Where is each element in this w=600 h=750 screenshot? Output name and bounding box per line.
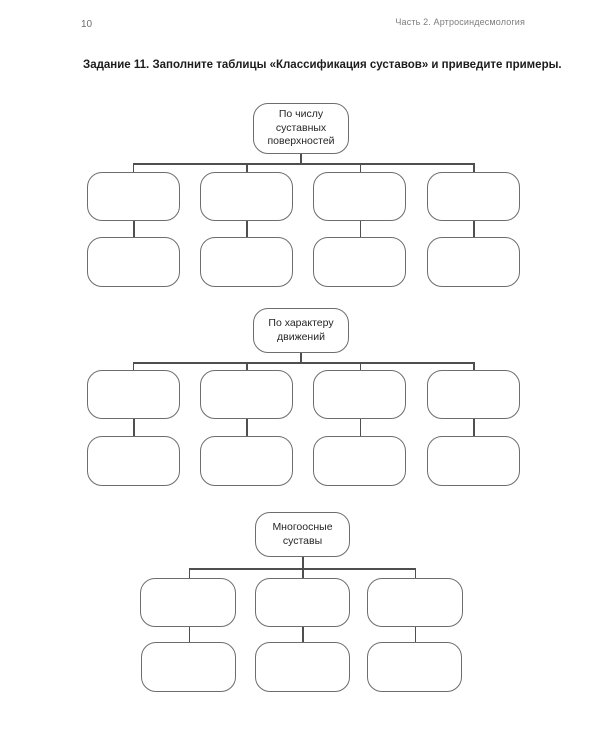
- empty-box: [255, 578, 350, 627]
- page-number: 10: [81, 19, 93, 30]
- diagram2-horizontal-line: [132, 362, 475, 364]
- diagram1-drop-line: [132, 163, 134, 173]
- diagram1-column-connector: [133, 221, 135, 238]
- empty-box: [427, 172, 520, 221]
- task-title: Задание 11. Заполните таблицы «Классифик…: [83, 58, 562, 71]
- empty-box: [87, 370, 180, 419]
- empty-box: [87, 436, 180, 486]
- diagram1-column-connector: [359, 221, 361, 238]
- empty-box: [313, 436, 406, 486]
- diagram3-column-connector: [302, 627, 304, 642]
- diagram2-root-box: По характеру движений: [253, 308, 349, 353]
- diagram2-column-connector: [246, 419, 248, 436]
- diagram3-column-connector: [414, 627, 416, 642]
- empty-box: [427, 370, 520, 419]
- diagram1-horizontal-line: [132, 163, 475, 165]
- diagram1-column-connector: [473, 221, 475, 238]
- empty-box: [141, 642, 236, 692]
- diagram2-drop-line: [359, 362, 361, 371]
- empty-box: [87, 172, 180, 221]
- diagram3-root-stub-line: [302, 557, 304, 568]
- diagram1-drop-line: [246, 163, 248, 173]
- diagram3-column-connector: [188, 627, 190, 642]
- empty-box: [313, 370, 406, 419]
- empty-box: [200, 172, 293, 221]
- empty-box: [427, 237, 520, 287]
- diagram2-column-connector: [359, 419, 361, 436]
- diagram3-drop-line: [302, 568, 304, 578]
- diagram2-drop-line: [132, 362, 134, 371]
- diagram3-drop-line: [188, 568, 190, 578]
- diagram1-column-connector: [246, 221, 248, 238]
- diagram2-column-connector: [473, 419, 475, 436]
- diagram1-drop-line: [359, 163, 361, 173]
- diagram2-drop-line: [473, 362, 475, 371]
- empty-box: [255, 642, 350, 692]
- chapter-header: Часть 2. Артросиндесмология: [395, 17, 525, 27]
- empty-box: [427, 436, 520, 486]
- diagram3-root-box: Многоосные суставы: [255, 512, 350, 557]
- diagram2-column-connector: [133, 419, 135, 436]
- empty-box: [367, 642, 462, 692]
- empty-box: [200, 237, 293, 287]
- diagram1-root-box: По числу суставных поверхностей: [253, 103, 349, 154]
- empty-box: [313, 172, 406, 221]
- diagram2-drop-line: [246, 362, 248, 371]
- empty-box: [140, 578, 236, 627]
- empty-box: [313, 237, 406, 287]
- diagram2-root-stub-line: [300, 353, 302, 363]
- diagram1-root-stub-line: [300, 154, 302, 164]
- empty-box: [200, 370, 293, 419]
- empty-box: [367, 578, 463, 627]
- empty-box: [87, 237, 180, 287]
- diagram3-drop-line: [414, 568, 416, 578]
- diagram1-drop-line: [473, 163, 475, 173]
- empty-box: [200, 436, 293, 486]
